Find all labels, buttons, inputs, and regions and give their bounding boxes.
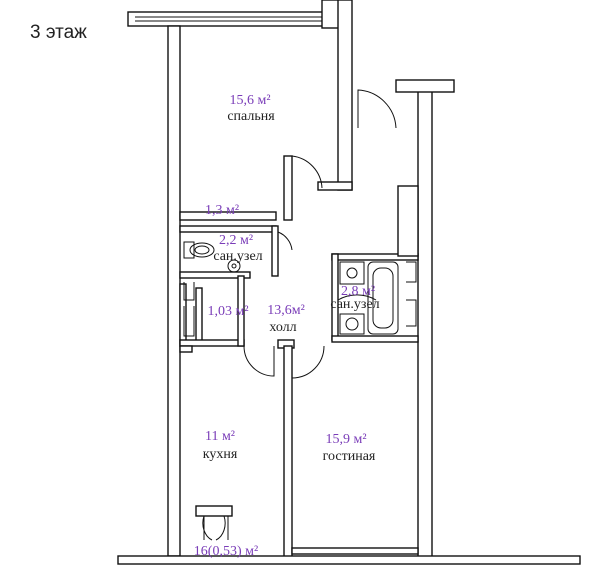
top-right-pillar (321, 0, 341, 29)
bath-left-door-swing (277, 231, 293, 251)
balcony-door-right-swing (215, 515, 226, 541)
bedroom-bottom-right-wall (317, 181, 353, 191)
bath-right-name: сан.узел (330, 297, 379, 312)
bottom-balcony-rail (117, 555, 581, 565)
bedroom-bottom-wall (179, 211, 277, 221)
right-top-cap (395, 79, 455, 93)
closet-bottom-wall (179, 339, 245, 347)
bathtub-icon (367, 261, 399, 335)
sink-right-icon (339, 261, 365, 285)
bedroom-door-swing (291, 155, 323, 189)
bath-left-right-wall (271, 225, 279, 277)
bedroom-door-jamb (283, 155, 293, 221)
floor-label: 3 этаж (30, 22, 87, 43)
bath-right-shaft (397, 185, 419, 257)
kitchen-living-wall (283, 345, 293, 559)
storage-area: 1,3 м² (205, 203, 239, 218)
washing-machine-icon (339, 313, 365, 335)
bath-left-name: сан.узел (213, 249, 262, 264)
toilet-tank-icon (183, 241, 195, 259)
closet-left-shelf (179, 283, 187, 345)
closet-area: 1,03 м² (207, 304, 248, 319)
balcony-door-frame (195, 505, 233, 517)
toilet-bowl-icon (189, 242, 215, 258)
closet-right-wall (237, 275, 245, 347)
top-window-frame (127, 11, 339, 27)
sink-icon (227, 259, 241, 273)
hall-area: 13,6м² (267, 303, 305, 318)
balcony-area: 16(0,53) м² (194, 544, 258, 559)
living-window (291, 547, 419, 555)
bath-left-top-wall (179, 225, 277, 233)
kitchen-name: кухня (203, 447, 238, 462)
bath-left-area: 2,2 м² (219, 233, 253, 248)
bedroom-balcony-door (357, 89, 397, 129)
left-outer-wall (167, 25, 181, 557)
bedroom-right-wall (337, 0, 353, 191)
kitchen-door-swing (243, 345, 275, 377)
bath-left-bottom-wall (179, 271, 251, 279)
bedroom-area: 15,6 м² (229, 93, 270, 108)
hall-name: холл (269, 320, 296, 335)
living-name: гостиная (323, 449, 376, 464)
closet-partition (195, 287, 203, 343)
kitchen-area: 11 м² (205, 429, 235, 444)
right-outer-wall (417, 87, 433, 559)
living-area: 15,9 м² (325, 432, 366, 447)
bedroom-name: спальня (227, 109, 275, 124)
bath-right-area: 2,8 м² (341, 284, 375, 299)
bath-right-bottom-wall (331, 335, 419, 343)
living-door-swing (291, 345, 325, 379)
